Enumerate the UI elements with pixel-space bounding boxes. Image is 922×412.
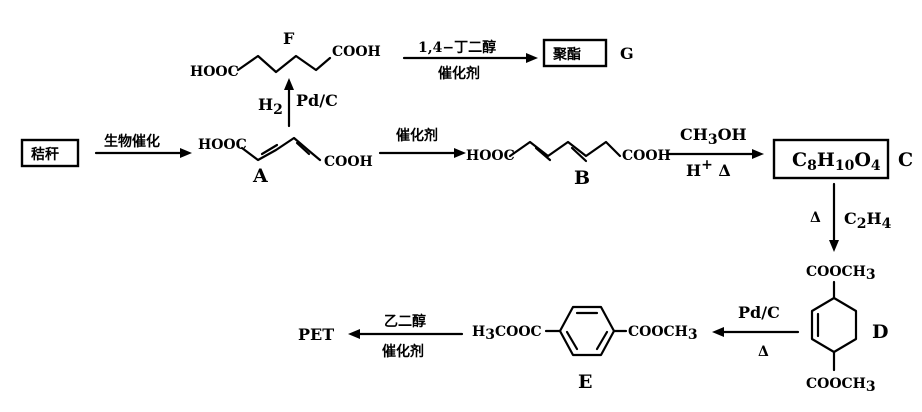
g-label: G	[620, 44, 634, 63]
e-ring-double-3	[565, 330, 579, 351]
e-left-group: H3COOC	[472, 324, 542, 343]
f-right-group: COOH	[332, 44, 381, 60]
start-box	[20, 138, 80, 168]
step3-top: CH3OH	[680, 125, 747, 148]
step6-bottom: 催化剂	[382, 343, 424, 360]
g-box	[542, 38, 608, 68]
arrow-c-to-d-head	[829, 240, 839, 252]
c-box	[772, 138, 890, 180]
a-double-bond-1	[260, 143, 279, 156]
d-label: D	[872, 321, 888, 343]
e-ring-double-2	[595, 330, 609, 351]
final-product: PET	[298, 325, 334, 344]
d-top-group: COOCH3	[806, 264, 876, 283]
b-double-bond-1	[534, 146, 552, 162]
arrow-b-to-c-head	[752, 149, 764, 159]
c-label: C	[898, 149, 913, 171]
d-bottom-group: COOCH3	[806, 376, 876, 395]
f-label: F	[283, 29, 295, 48]
e-ring	[558, 305, 616, 357]
step1-condition: 生物催化	[104, 133, 160, 150]
a-chain	[240, 136, 322, 162]
step3-bottom: H+ Δ	[686, 157, 731, 180]
step4-left: Δ	[810, 210, 821, 226]
g-box-text: 聚酯	[552, 46, 581, 63]
step6-top: 乙二醇	[384, 313, 426, 330]
arrow-a-to-f-head	[284, 78, 294, 90]
arrow-e-to-pet-head	[348, 329, 360, 339]
a-label: A	[252, 165, 268, 187]
a-double-bond-2	[295, 141, 311, 156]
step-f-catalyst: Pd/C	[296, 91, 338, 110]
step-g-top: 1,4−丁二醇	[418, 39, 496, 56]
step5-top: Pd/C	[738, 303, 780, 322]
arrow-d-to-e-head	[712, 327, 724, 337]
step2-condition: 催化剂	[396, 127, 438, 144]
arrow-f-to-g-head	[526, 53, 538, 63]
f-chain	[236, 54, 332, 74]
b-double-bond-2	[570, 146, 588, 163]
start-box-text: 秸秆	[31, 146, 59, 163]
b-right-group: COOH	[622, 148, 671, 164]
b-chain	[508, 140, 622, 158]
arrow-a-to-b-head	[454, 148, 466, 158]
step-g-bottom: 催化剂	[438, 65, 480, 82]
e-label: E	[578, 371, 592, 393]
c-formula: C8H10O4	[792, 149, 881, 174]
f-left-group: HOOC	[190, 64, 239, 80]
step-f-reagent: H2	[258, 95, 283, 118]
e-right-group: COOCH3	[628, 324, 698, 343]
step4-right: C2H4	[844, 209, 892, 232]
b-label: B	[574, 167, 590, 189]
step5-bottom: Δ	[758, 344, 769, 360]
arrow-start-to-a-head	[180, 148, 192, 158]
a-left-group: HOOC	[198, 137, 247, 153]
b-left-group: HOOC	[466, 148, 515, 164]
a-right-group: COOH	[324, 154, 373, 170]
